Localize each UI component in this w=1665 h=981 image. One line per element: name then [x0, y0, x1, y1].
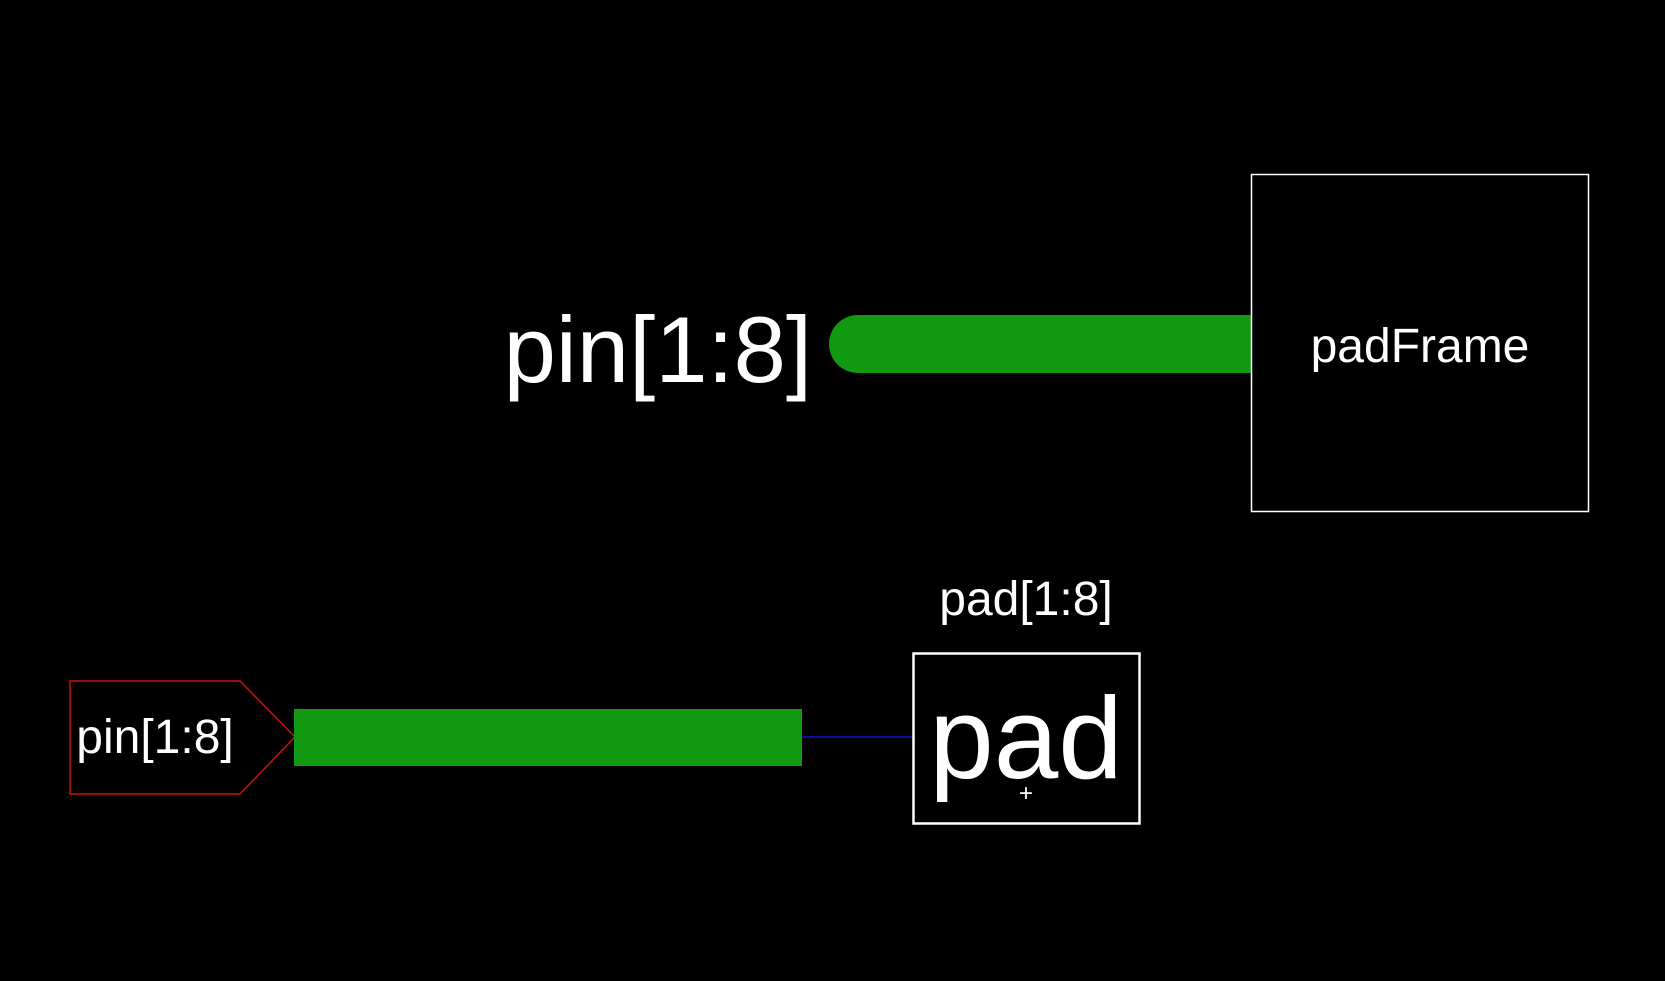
- pad-instance-label: pad[1:8]: [939, 573, 1112, 626]
- pad-symbol-box[interactable]: [912, 652, 1141, 825]
- bottom-bus-wire[interactable]: [294, 709, 802, 766]
- pad-symbol-label: pad: [929, 673, 1123, 803]
- pad-origin-marker: +: [1019, 780, 1033, 807]
- top-net-label: pin[1:8]: [504, 297, 812, 402]
- top-bus-wire[interactable]: [829, 315, 1252, 373]
- pad-frame-label: padFrame: [1311, 320, 1530, 373]
- pad-frame-block[interactable]: [1250, 173, 1590, 513]
- io-pin-symbol[interactable]: [69, 680, 297, 795]
- io-pin-label: pin[1:8]: [76, 711, 233, 764]
